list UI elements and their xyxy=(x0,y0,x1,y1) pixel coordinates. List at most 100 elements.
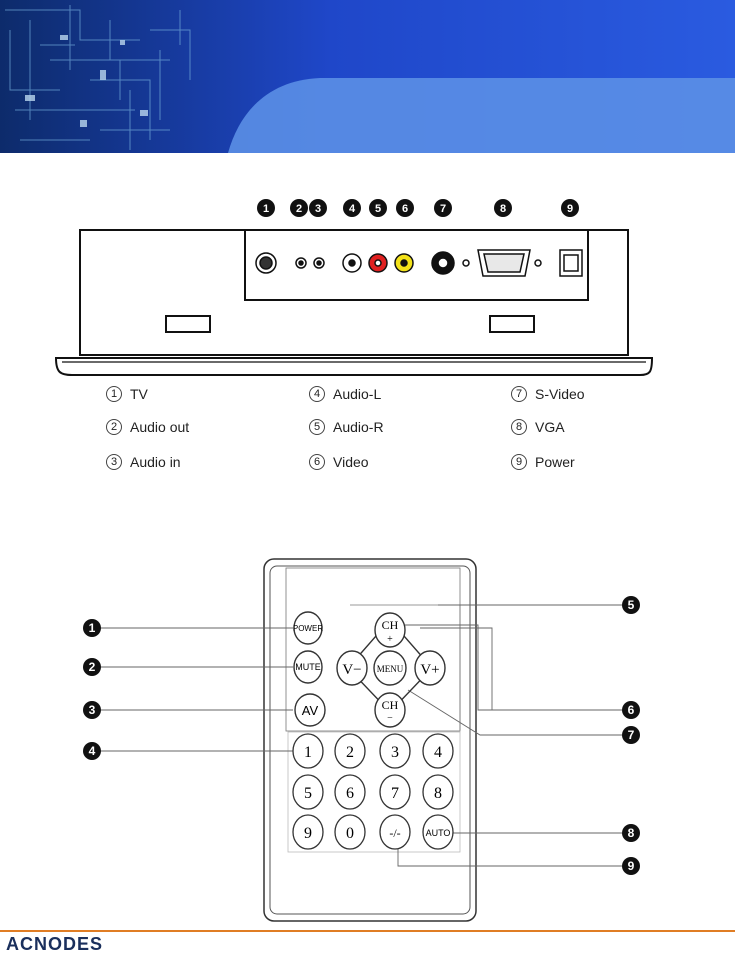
remote-callout-5: 5 xyxy=(622,596,640,614)
svg-text:4: 4 xyxy=(349,203,356,215)
legend-label: Audio in xyxy=(130,454,181,470)
volume-down-button[interactable]: V− xyxy=(336,650,368,686)
legend-label: Audio out xyxy=(130,419,190,435)
digit-4-button[interactable]: 4 xyxy=(422,733,454,769)
callout-7: 7 xyxy=(434,199,452,217)
callout-9: 9 xyxy=(561,199,579,217)
remote-control-diagram: POWER MUTE AV CH + V− MENU V+ xyxy=(0,555,735,925)
mute-button[interactable]: MUTE xyxy=(293,650,323,684)
remote-callout-6: 6 xyxy=(622,701,640,719)
legend-item-vga: 8 VGA xyxy=(511,419,565,435)
legend-label: Video xyxy=(333,454,369,470)
svg-text:CH: CH xyxy=(382,618,399,632)
svg-text:8: 8 xyxy=(500,203,506,215)
svg-text:4: 4 xyxy=(434,744,442,761)
legend-item-audio-out: 2 Audio out xyxy=(106,419,189,435)
callout-8: 8 xyxy=(494,199,512,217)
digit-1-button[interactable]: 1 xyxy=(292,733,324,769)
svg-text:V+: V+ xyxy=(420,662,439,678)
vga-screw-left xyxy=(462,259,470,267)
svg-text:6: 6 xyxy=(628,703,635,717)
svg-text:6: 6 xyxy=(402,203,408,215)
acnodes-logo: ACNODES xyxy=(6,934,104,954)
circuit-board-graphic xyxy=(5,5,191,150)
legend-label: VGA xyxy=(535,419,565,435)
connector-legend: 1 TV 2 Audio out 3 Audio in 4 Audio-L 5 … xyxy=(0,378,735,488)
legend-item-tv: 1 TV xyxy=(106,386,148,402)
svg-text:5: 5 xyxy=(375,203,381,215)
menu-button[interactable]: MENU xyxy=(373,650,407,686)
remote-callout-3: 3 xyxy=(83,701,101,719)
svg-text:CH: CH xyxy=(382,698,399,712)
svg-text:AUTO: AUTO xyxy=(426,828,451,838)
legend-label: S-Video xyxy=(535,386,585,402)
remote-callout-8: 8 xyxy=(622,824,640,842)
legend-number: 1 xyxy=(106,386,122,402)
av-button[interactable]: AV xyxy=(294,693,326,727)
svg-text:7: 7 xyxy=(391,785,399,802)
remote-callout-9: 9 xyxy=(622,857,640,875)
callout-5: 5 xyxy=(369,199,387,217)
svg-text:4: 4 xyxy=(89,744,96,758)
remote-callout-2: 2 xyxy=(83,658,101,676)
digit-6-button[interactable]: 6 xyxy=(334,774,366,810)
digit-3-button[interactable]: 3 xyxy=(379,733,411,769)
svg-text:AV: AV xyxy=(302,703,319,718)
front-bezel xyxy=(54,357,654,376)
vga-screw-right xyxy=(534,259,542,267)
svg-text:5: 5 xyxy=(304,785,312,802)
remote-callout-7: 7 xyxy=(622,726,640,744)
legend-item-video: 6 Video xyxy=(309,454,369,470)
callout-6: 6 xyxy=(396,199,414,217)
channel-up-button[interactable]: CH + xyxy=(374,612,406,648)
digit-9-button[interactable]: 9 xyxy=(292,814,324,850)
footer-divider xyxy=(0,930,735,932)
svg-text:MUTE: MUTE xyxy=(295,662,321,672)
remote-callout-1: 1 xyxy=(83,619,101,637)
legend-item-audio-l: 4 Audio-L xyxy=(309,386,381,402)
digit-5-button[interactable]: 5 xyxy=(292,774,324,810)
auto-button[interactable]: AUTO xyxy=(422,814,454,850)
svg-text:8: 8 xyxy=(434,785,442,802)
digit-0-button[interactable]: 0 xyxy=(334,814,366,850)
legend-label: TV xyxy=(130,386,148,402)
svg-text:7: 7 xyxy=(628,728,635,742)
legend-label: Power xyxy=(535,454,575,470)
svg-text:MENU: MENU xyxy=(377,664,404,674)
connector-panel-diagram: 1 2 3 4 5 6 7 8 9 xyxy=(0,190,735,390)
legend-item-power: 9 Power xyxy=(511,454,575,470)
remote-callout-4: 4 xyxy=(83,742,101,760)
svg-text:POWER: POWER xyxy=(293,624,323,633)
digit-2-button[interactable]: 2 xyxy=(334,733,366,769)
svg-text:6: 6 xyxy=(346,785,354,802)
legend-number: 4 xyxy=(309,386,325,402)
svg-text:3: 3 xyxy=(315,203,321,215)
svg-text:3: 3 xyxy=(89,703,96,717)
svg-text:5: 5 xyxy=(628,598,635,612)
legend-item-audio-in: 3 Audio in xyxy=(106,454,181,470)
callout-2: 2 xyxy=(290,199,308,217)
digit-7-button[interactable]: 7 xyxy=(379,774,411,810)
svg-text:+: + xyxy=(387,634,393,645)
callout-1: 1 xyxy=(257,199,275,217)
svg-text:−: − xyxy=(387,713,393,724)
svg-text:2: 2 xyxy=(89,660,96,674)
legend-item-s-video: 7 S-Video xyxy=(511,386,585,402)
legend-number: 7 xyxy=(511,386,527,402)
svg-text:9: 9 xyxy=(567,203,573,215)
power-button[interactable]: POWER xyxy=(293,611,323,645)
svg-text:1: 1 xyxy=(263,203,269,215)
svg-text:-/-: -/- xyxy=(389,826,400,840)
channel-down-button[interactable]: CH − xyxy=(374,692,406,728)
digit-8-button[interactable]: 8 xyxy=(422,774,454,810)
callout-4: 4 xyxy=(343,199,361,217)
volume-up-button[interactable]: V+ xyxy=(414,650,446,686)
svg-text:2: 2 xyxy=(296,203,302,215)
dash-button[interactable]: -/- xyxy=(379,814,411,850)
svg-text:0: 0 xyxy=(346,825,354,842)
callout-3: 3 xyxy=(309,199,327,217)
legend-number: 2 xyxy=(106,419,122,435)
legend-number: 5 xyxy=(309,419,325,435)
svg-text:1: 1 xyxy=(304,744,312,761)
legend-number: 8 xyxy=(511,419,527,435)
